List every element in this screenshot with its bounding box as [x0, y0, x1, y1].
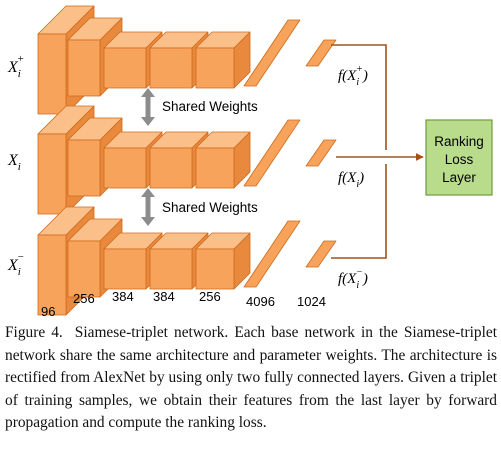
conv5-block	[195, 131, 251, 189]
conv5-block	[195, 31, 251, 89]
shared-weights-label: Shared Weights	[162, 200, 258, 215]
caption-text: Siamese-triplet network. Each base netwo…	[5, 324, 498, 431]
dim-conv1: 96	[41, 304, 55, 319]
output-label: f(Xi−)	[338, 267, 368, 291]
dim-fc1: 4096	[246, 294, 275, 309]
ranking-box-line2: Loss	[445, 152, 474, 167]
shared-weights-indicator-top: Shared Weights	[141, 88, 258, 126]
siamese-triplet-figure: Xi+ f(Xi+) Xi f(Xi) Xi− f(Xi−) Shared We…	[7, 5, 493, 319]
double-arrow-icon	[141, 188, 155, 226]
input-label: Xi+	[7, 53, 24, 80]
figure-number: Figure 4.	[5, 324, 63, 341]
ranking-loss-layer: Ranking Loss Layer	[425, 119, 493, 196]
fc1-slab	[243, 220, 301, 288]
shared-weights-label: Shared Weights	[162, 99, 258, 114]
fc1-slab	[243, 19, 301, 87]
conv-blocks	[37, 5, 337, 115]
fc1-slab	[243, 119, 301, 187]
output-label: f(Xi)	[338, 170, 364, 190]
dim-conv5: 256	[199, 289, 221, 304]
conv-blocks	[37, 206, 337, 316]
network-row-anchor: Xi f(Xi)	[7, 105, 364, 215]
conv5-block	[195, 232, 251, 290]
dim-fc2: 1024	[297, 294, 326, 309]
fc2-slab	[305, 139, 337, 167]
shared-weights-indicator-bottom: Shared Weights	[141, 188, 258, 226]
double-arrow-icon	[141, 88, 155, 126]
fc2-slab	[305, 240, 337, 268]
input-label: Xi−	[7, 251, 24, 278]
network-row-negative: Xi− f(Xi−)	[7, 206, 368, 316]
conv-blocks	[37, 105, 337, 215]
ranking-box-line1: Ranking	[434, 134, 484, 149]
connector-positive	[331, 44, 387, 150]
figure-caption: Figure 4.Siamese-triplet network. Each b…	[5, 322, 497, 435]
network-row-positive: Xi+ f(Xi+)	[7, 5, 368, 115]
dim-conv2: 256	[73, 291, 95, 306]
fc2-slab	[305, 39, 337, 67]
output-label: f(Xi+)	[338, 64, 368, 88]
input-label: Xi	[7, 152, 21, 173]
dim-conv4: 384	[153, 289, 175, 304]
connector-negative	[331, 164, 387, 259]
layer-dimensions: 96 256 384 384 256 4096 1024	[41, 289, 326, 319]
feature-connectors	[331, 44, 424, 259]
ranking-box-line3: Layer	[442, 170, 476, 185]
dim-conv3: 384	[112, 289, 134, 304]
